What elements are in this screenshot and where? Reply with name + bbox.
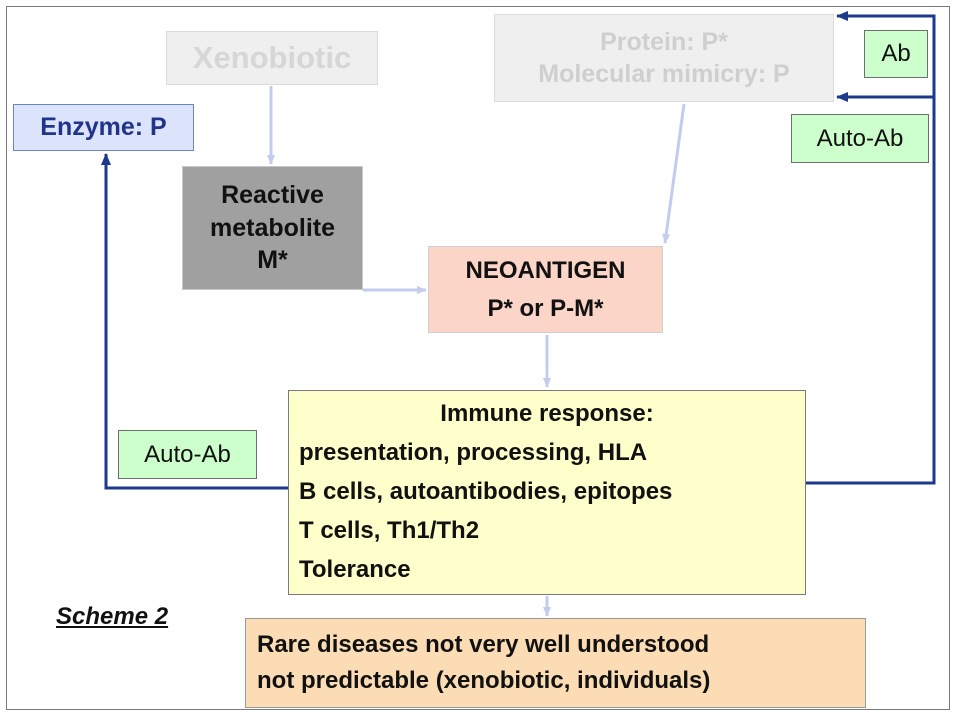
enzyme-label: Enzyme: P [40,113,167,141]
outcome-box: Rare diseases not very well understood n… [245,618,866,708]
xenobiotic-box: Xenobiotic [166,31,378,85]
slide-frame [6,6,950,710]
protein-line-1: Protein: P* [600,27,728,56]
enzyme-box: Enzyme: P [13,104,194,151]
protein-box: Protein: P* Molecular mimicry: P [494,14,834,102]
arrow-immune-to-protein [806,11,936,485]
immune-response-box: Immune response: presentation, processin… [288,390,806,595]
neoantigen-line-1: NEOANTIGEN [465,257,626,285]
immune-line-2: B cells, autoantibodies, epitopes [299,478,673,506]
outcome-line-2: not predictable (xenobiotic, individuals… [257,667,711,694]
arrow-immune-to-enzyme [101,153,288,490]
reactive-line-2: metabolite [209,213,336,242]
auto-ab-right-label: Auto-Ab [791,114,929,163]
reactive-line-3: M* [257,246,288,275]
reactive-metabolite-box: Reactive metabolite M* [182,166,363,290]
ab-label: Ab [864,30,928,78]
immune-line-4: Tolerance [299,555,411,583]
neoantigen-box: NEOANTIGEN P* or P-M* [428,246,663,333]
auto-ab-left-label: Auto-Ab [118,430,257,479]
immune-title: Immune response: [440,400,654,428]
immune-line-3: T cells, Th1/Th2 [299,516,480,544]
reactive-line-1: Reactive [221,181,324,210]
xenobiotic-label: Xenobiotic [192,40,352,75]
scheme-label: Scheme 2 [56,603,169,630]
protein-line-2: Molecular mimicry: P [538,60,790,88]
immune-line-1: presentation, processing, HLA [299,439,648,467]
arrow-protein-to-neoantigen [662,103,686,244]
outcome-line-1: Rare diseases not very well understood [257,631,710,658]
neoantigen-line-2: P* or P-M* [487,294,604,322]
